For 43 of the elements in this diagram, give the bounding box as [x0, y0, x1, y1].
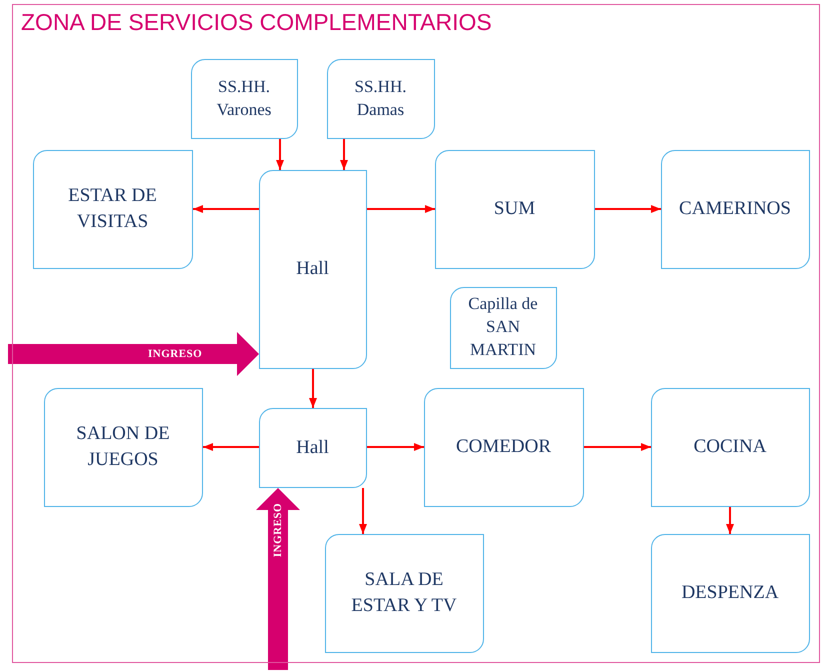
- room-label: COCINA: [694, 435, 766, 460]
- room-label: SS.HH. Varones: [216, 76, 272, 120]
- arrow: [203, 443, 259, 451]
- room-box: [450, 286, 556, 368]
- room-label: CAMERINOS: [679, 197, 791, 222]
- zone-title: ZONA DE SERVICIOS COMPLEMENTARIOS: [21, 9, 492, 36]
- entrance-arrow: [8, 332, 259, 376]
- zone-frame: [12, 4, 820, 663]
- edge-label: INGRESO: [148, 348, 202, 360]
- room-box: [660, 150, 810, 268]
- room-box: [324, 534, 484, 652]
- room-box: [424, 388, 584, 506]
- room-box: [650, 388, 810, 506]
- room-label: SS.HH. Damas: [354, 76, 408, 120]
- arrow: [595, 205, 661, 213]
- arrow: [276, 139, 284, 170]
- room-label: Hall: [296, 257, 329, 282]
- arrow: [359, 488, 367, 534]
- entrance-arrow: [256, 488, 300, 670]
- room-label: SUM: [494, 197, 536, 222]
- arrow: [584, 443, 651, 451]
- room-label: Capilla de SAN MARTIN: [467, 293, 539, 361]
- arrow: [726, 507, 734, 534]
- arrow: [367, 205, 435, 213]
- room-box: [326, 58, 434, 138]
- room-box: [650, 534, 810, 652]
- room-label: COMEDOR: [456, 435, 551, 460]
- edge-label: INGRESO: [272, 502, 284, 558]
- arrow: [309, 369, 317, 408]
- arrow: [193, 205, 259, 213]
- room-label: SALA DE ESTAR Y TV: [350, 568, 458, 618]
- room-box: [190, 58, 298, 138]
- room-label: DESPENZA: [681, 581, 779, 606]
- room-box: [32, 150, 192, 268]
- room-box: [44, 388, 202, 506]
- room-box: [258, 408, 366, 488]
- room-label: ESTAR DE VISITAS: [67, 184, 158, 234]
- room-box: [434, 150, 594, 268]
- room-label: Hall: [296, 436, 329, 460]
- room-box: [258, 170, 366, 368]
- arrow: [367, 443, 424, 451]
- arrow: [340, 139, 348, 170]
- room-label: SALON DE JUEGOS: [75, 422, 171, 472]
